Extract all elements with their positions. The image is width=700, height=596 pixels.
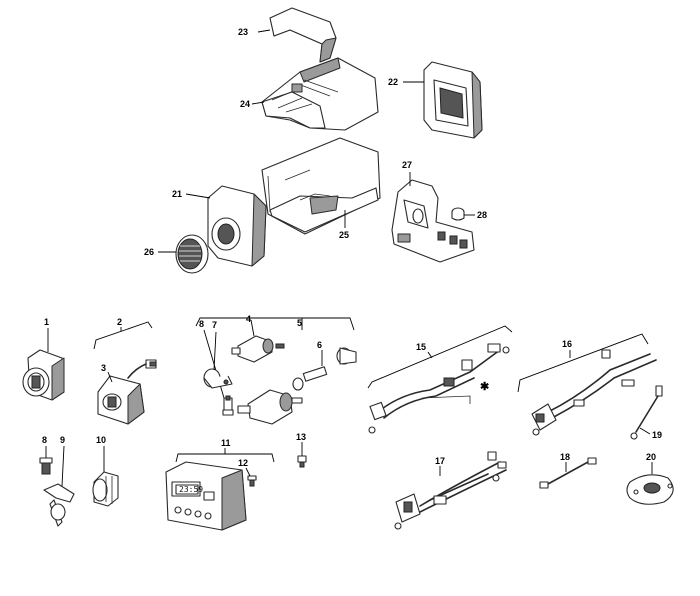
clamp-part-7[interactable]: [203, 368, 233, 389]
connector-part-2[interactable]: [127, 359, 157, 379]
callout-8a: 8: [199, 319, 204, 329]
bracket-15: [367, 325, 513, 389]
callout-23: 23: [238, 27, 248, 37]
leader-19: [639, 427, 651, 435]
leader-7: [213, 331, 217, 371]
terminal-part-8-upper[interactable]: [222, 395, 234, 416]
gasket-plate-part-20[interactable]: [626, 474, 674, 505]
pump-part-5[interactable]: [237, 389, 303, 425]
callout-8b: 8: [42, 435, 47, 445]
callout-26: 26: [144, 247, 154, 257]
grille-part-26[interactable]: [175, 234, 209, 274]
sensor-part-19[interactable]: [630, 385, 663, 440]
callout-3: 3: [101, 363, 106, 373]
harness-part-16[interactable]: [531, 349, 657, 436]
callout-24: 24: [240, 99, 250, 109]
callout-21: 21: [172, 189, 182, 199]
callout-11: 11: [221, 438, 231, 448]
bracket-16: [517, 333, 649, 393]
timer-display-text: 23:59: [179, 485, 203, 494]
leader-21: [185, 193, 211, 199]
callout-7: 7: [212, 320, 217, 330]
grommet-part-8-lower[interactable]: [39, 457, 53, 475]
callout-1: 1: [44, 317, 49, 327]
fuel-fitting-part-6[interactable]: [292, 347, 357, 391]
timer-button-4[interactable]: [204, 512, 212, 520]
switch-part-1[interactable]: [22, 349, 65, 401]
bracket-5: [195, 317, 355, 331]
leader-3: [107, 371, 113, 383]
heater-body-part-24[interactable]: [261, 57, 379, 131]
callout-19: 19: [652, 430, 662, 440]
leader-15: [427, 351, 433, 359]
harness-part-15[interactable]: [368, 343, 510, 434]
timer-button-2[interactable]: [184, 508, 192, 516]
screw-part-12[interactable]: [247, 475, 257, 487]
callout-16: 16: [562, 339, 572, 349]
bracket-11: [175, 453, 275, 463]
callout-2: 2: [117, 317, 122, 327]
callout-15: 15: [416, 342, 426, 352]
callout-10: 10: [96, 435, 106, 445]
leader-9: [61, 445, 65, 487]
harness-part-17[interactable]: [394, 451, 507, 530]
bushing-part-10[interactable]: [92, 471, 119, 507]
pump-part-4[interactable]: [231, 335, 285, 363]
asterisk-marker: ✱: [480, 381, 489, 393]
cap-part-28[interactable]: [451, 207, 465, 221]
callout-12: 12: [238, 458, 248, 468]
callout-6: 6: [317, 340, 322, 350]
housing-tray-part-25[interactable]: [261, 137, 381, 235]
mounting-bracket-part-27[interactable]: [391, 179, 475, 263]
timer-button-1[interactable]: [174, 506, 182, 514]
timer-display: [175, 484, 199, 495]
leader-24: [251, 101, 265, 105]
callout-18: 18: [560, 452, 570, 462]
callout-17: 17: [435, 456, 445, 466]
switch-panel-part-3[interactable]: [97, 375, 145, 425]
bracket-2: [93, 321, 153, 350]
leader-4: [250, 319, 255, 337]
plug-part-13[interactable]: [297, 455, 307, 468]
leader-12: [245, 467, 251, 477]
leader-23: [257, 29, 271, 33]
callout-27: 27: [402, 160, 412, 170]
callout-28: 28: [477, 210, 487, 220]
callout-9: 9: [60, 435, 65, 445]
callout-13: 13: [296, 432, 306, 442]
callout-4: 4: [246, 314, 251, 324]
cable-part-18[interactable]: [539, 457, 597, 489]
top-cover-part-23[interactable]: [269, 7, 337, 63]
bracket-clip-part-9[interactable]: [43, 483, 75, 527]
callout-5: 5: [297, 318, 302, 328]
timer-button-5[interactable]: [203, 491, 215, 501]
callout-25: 25: [339, 230, 349, 240]
callout-22: 22: [388, 77, 398, 87]
callout-20: 20: [646, 452, 656, 462]
hood-part-22[interactable]: [423, 61, 483, 139]
end-cap-part-21[interactable]: [207, 185, 267, 267]
timer-control-part-11[interactable]: [165, 461, 247, 531]
timer-button-3[interactable]: [194, 510, 202, 518]
